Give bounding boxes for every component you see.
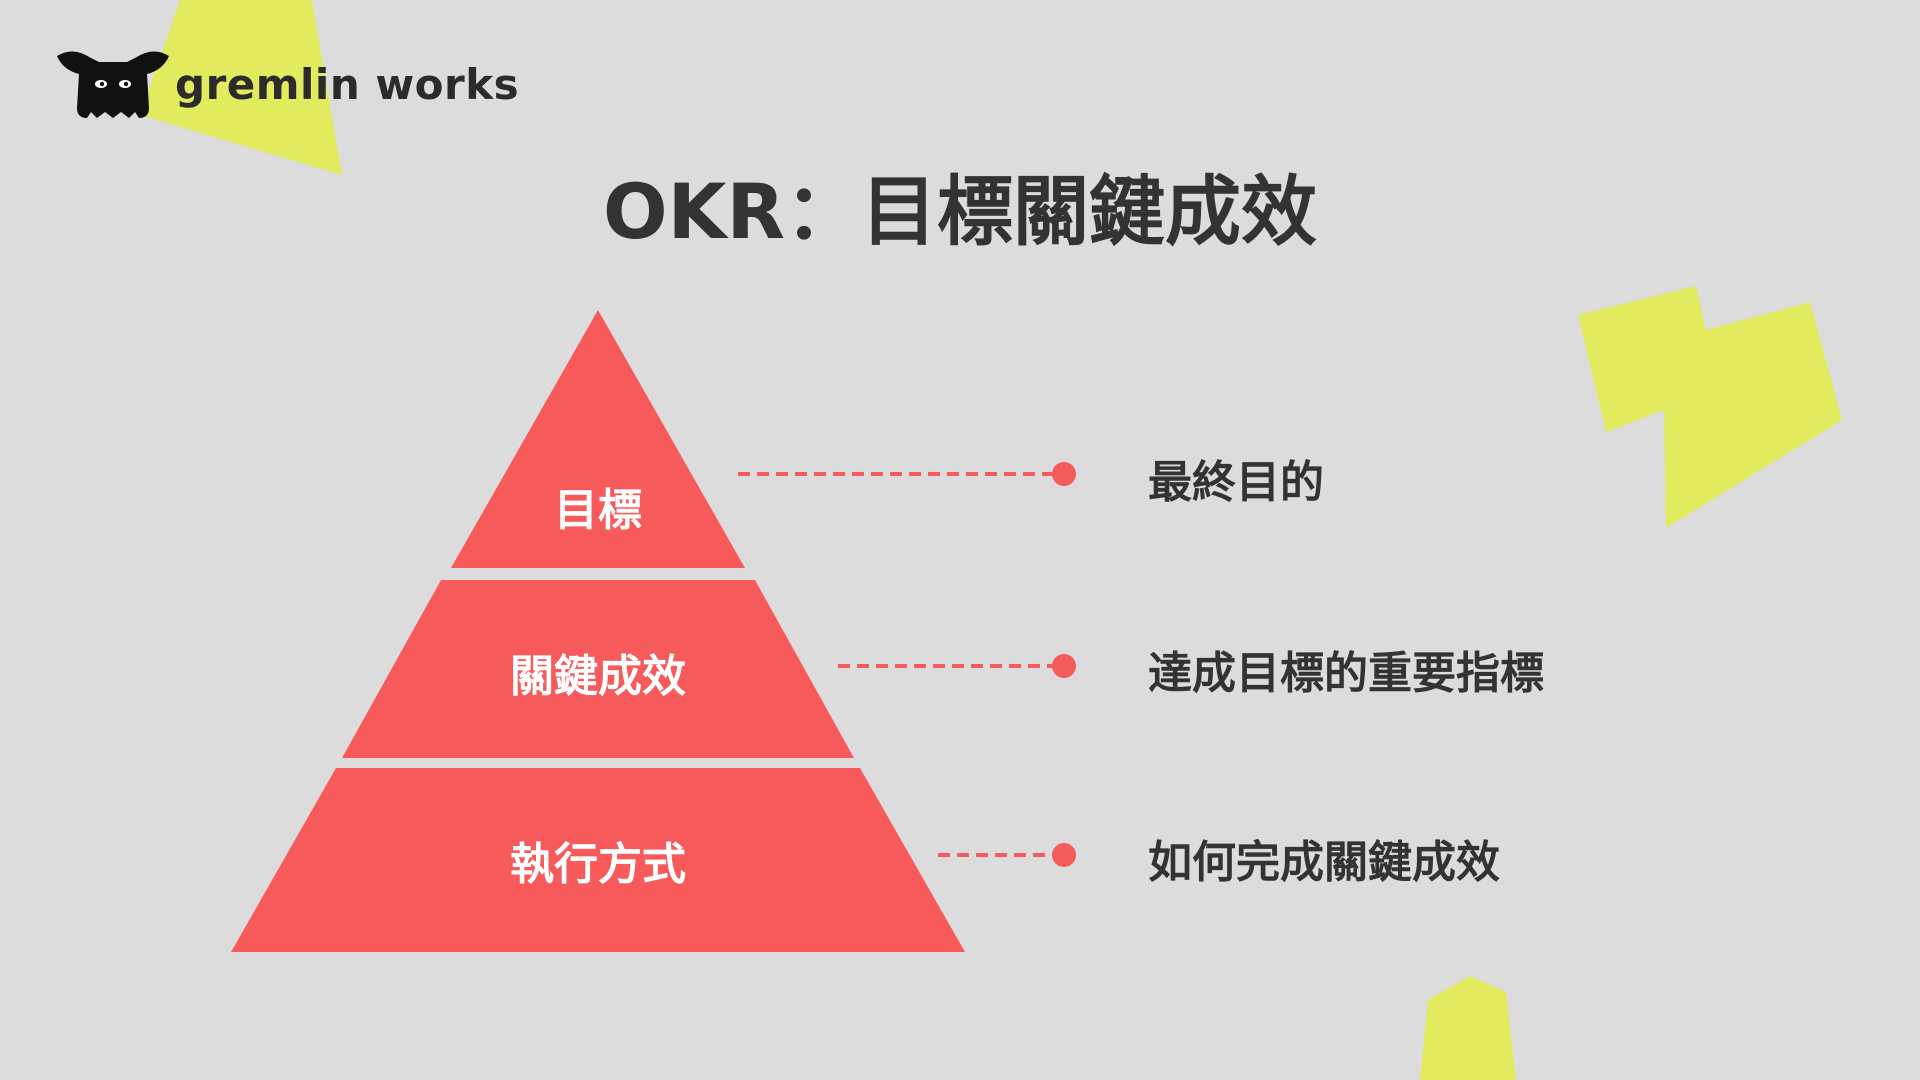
pyramid-tier-execution — [231, 768, 965, 952]
tier-description-key-results: 達成目標的重要指標 — [1148, 648, 1544, 699]
tier-label-key-results: 關鍵成效 — [510, 651, 686, 702]
brand-name: gremlin works — [175, 59, 520, 109]
tier-label-objective: 目標 — [554, 485, 642, 536]
connector-dot-key-results — [1052, 654, 1076, 678]
tier-description-objective: 最終目的 — [1148, 457, 1324, 508]
pyramid-tier-key-results — [342, 580, 854, 758]
connector-dot-execution — [1052, 843, 1076, 867]
tier-description-execution: 如何完成關鍵成效 — [1148, 837, 1500, 888]
brand-logo[interactable]: gremlin works — [55, 48, 519, 120]
accent-shape-top-left — [140, 0, 342, 175]
accent-shape-bottom — [1420, 976, 1516, 1080]
page-title: OKR：目標關鍵成效 — [602, 167, 1318, 256]
pyramid-tier-objective — [451, 310, 745, 568]
connector-dot-objective — [1052, 462, 1076, 486]
gremlin-mascot-icon — [57, 51, 169, 118]
tier-label-execution: 執行方式 — [510, 839, 686, 890]
accent-shape-right — [1578, 286, 1842, 528]
